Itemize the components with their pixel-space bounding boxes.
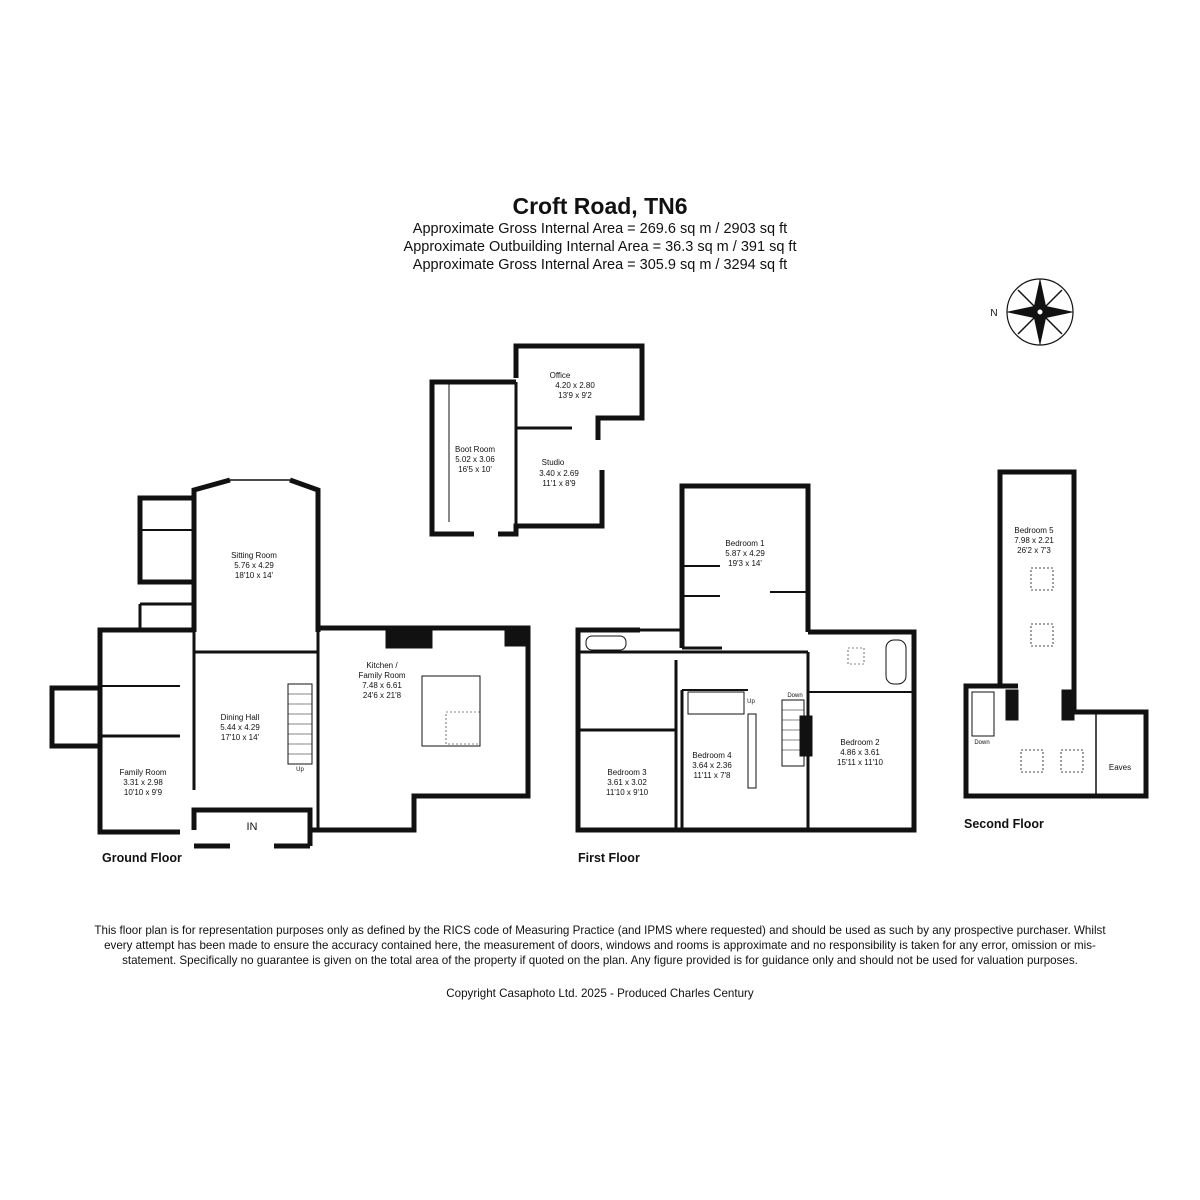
svg-text:3.40 x 2.69: 3.40 x 2.69 [539,469,579,478]
svg-text:7.48 x 6.61: 7.48 x 6.61 [362,681,402,690]
first-floor-label: First Floor [578,851,640,865]
studio-label: Studio 3.40 x 2.69 11'1 x 8'9 [539,458,579,488]
svg-text:Family Room: Family Room [119,768,166,777]
outbuilding-walls [429,343,645,537]
svg-text:Kitchen /: Kitchen / [366,661,398,670]
office-label: Office 4.20 x 2.80 13'9 x 9'2 [550,371,596,400]
eaves-label: Eaves [1109,763,1131,772]
sitting-room-label: Sitting Room 5.76 x 4.29 18'10 x 14' [231,551,277,580]
first-stairs-down-label: Down [787,693,802,699]
copyright-text: Copyright Casaphoto Ltd. 2025 - Produced… [446,987,754,1000]
svg-text:Bedroom 3: Bedroom 3 [607,768,647,777]
svg-text:5.87 x 4.29: 5.87 x 4.29 [725,549,765,558]
total-area: Approximate Gross Internal Area = 305.9 … [412,257,788,273]
gross-internal-area: Approximate Gross Internal Area = 269.6 … [412,221,788,237]
first-floor-walls [575,483,917,833]
svg-text:Bedroom 4: Bedroom 4 [692,751,732,760]
svg-text:18'10 x 14': 18'10 x 14' [235,571,274,580]
svg-text:26'2 x 7'3: 26'2 x 7'3 [1017,546,1051,555]
ground-floor-walls [49,477,531,849]
property-title: Croft Road, TN6 [512,193,688,219]
ground-stairs-up-label: Up [296,767,304,773]
svg-text:Bedroom 1: Bedroom 1 [725,539,765,548]
svg-text:Bedroom 5: Bedroom 5 [1014,526,1054,535]
compass-rose-icon [1006,278,1074,346]
svg-text:Sitting Room: Sitting Room [231,551,277,560]
bedroom4-label: Bedroom 4 3.64 x 2.36 11'11 x 7'8 [692,751,732,780]
bedroom1-label: Bedroom 1 5.87 x 4.29 19'3 x 14' [725,539,765,568]
svg-text:11'1 x 8'9: 11'1 x 8'9 [542,479,576,488]
svg-text:7.98 x 2.21: 7.98 x 2.21 [1014,536,1054,545]
outbuilding-area: Approximate Outbuilding Internal Area = … [403,239,797,255]
svg-text:16'5 x 10': 16'5 x 10' [458,465,492,474]
svg-text:13'9 x 9'2: 13'9 x 9'2 [558,391,592,400]
svg-text:Office: Office [550,371,571,380]
svg-text:3.31 x 2.98: 3.31 x 2.98 [123,778,163,787]
dining-hall-label: Dining Hall 5.44 x 4.29 17'10 x 14' [220,713,260,742]
second-stairs-down-label: Down [974,740,989,746]
svg-text:17'10 x 14': 17'10 x 14' [221,733,260,742]
second-floor-walls [963,469,1149,799]
svg-text:5.02 x 3.06: 5.02 x 3.06 [455,455,495,464]
svg-text:Studio: Studio [542,458,565,467]
svg-text:4.20 x 2.80: 4.20 x 2.80 [555,381,595,390]
svg-text:10'10 x 9'9: 10'10 x 9'9 [124,788,163,797]
svg-text:Bedroom 2: Bedroom 2 [840,738,880,747]
kitchen-label: Kitchen / Family Room 7.48 x 6.61 24'6 x… [358,661,405,700]
bedroom2-label: Bedroom 2 4.86 x 3.61 15'11 x 11'10 [837,738,883,767]
disclaimer-text: This floor plan is for representation pu… [94,924,1106,967]
svg-text:Dining Hall: Dining Hall [221,713,260,722]
svg-text:4.86 x 3.61: 4.86 x 3.61 [840,748,880,757]
family-room-label: Family Room 3.31 x 2.98 10'10 x 9'9 [119,768,166,797]
svg-text:5.44 x 4.29: 5.44 x 4.29 [220,723,260,732]
svg-text:5.76 x 4.29: 5.76 x 4.29 [234,561,274,570]
svg-text:11'11 x 7'8: 11'11 x 7'8 [693,771,731,780]
ground-floor-label: Ground Floor [102,851,182,865]
svg-text:3.61 x 3.02: 3.61 x 3.02 [607,778,647,787]
svg-text:24'6 x 21'8: 24'6 x 21'8 [363,691,402,700]
svg-text:Family Room: Family Room [358,671,405,680]
entrance-label: IN [247,821,258,833]
boot-room-label: Boot Room 5.02 x 3.06 16'5 x 10' [455,445,495,474]
first-stairs-up-label: Up [747,699,755,705]
plan-header: Croft Road, TN6 Approximate Gross Intern… [0,192,1200,274]
svg-text:Boot Room: Boot Room [455,445,495,454]
svg-text:19'3 x 14': 19'3 x 14' [728,559,762,568]
svg-text:15'11 x 11'10: 15'11 x 11'10 [837,758,883,767]
bedroom3-label: Bedroom 3 3.61 x 3.02 11'10 x 9'10 [606,768,649,797]
svg-text:3.64 x 2.36: 3.64 x 2.36 [692,761,732,770]
bedroom5-label: Bedroom 5 7.98 x 2.21 26'2 x 7'3 [1014,526,1054,555]
compass-north-label: N [990,308,997,319]
second-floor-label: Second Floor [964,817,1044,831]
svg-text:11'10 x 9'10: 11'10 x 9'10 [606,788,649,797]
